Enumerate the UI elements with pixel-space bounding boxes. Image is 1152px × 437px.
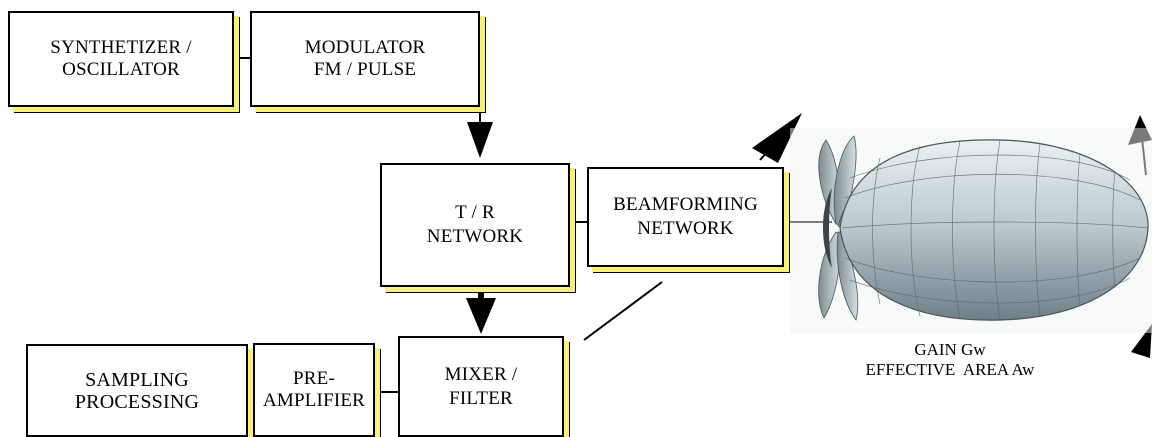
synthesizer-label-line2: OSCILLATOR xyxy=(62,59,180,80)
synthesizer-oscillator-block: SYNTHETIZER / OSCILLATOR xyxy=(8,11,234,107)
gain-label: GAIN Gw xyxy=(914,340,986,359)
tr-network-block: T / R NETWORK xyxy=(380,163,570,287)
mixer-label-line2: FILTER xyxy=(449,387,513,409)
receive-line xyxy=(583,281,663,341)
preamplifier-block: PRE- AMPLIFIER xyxy=(253,343,375,437)
preamp-label-line1: PRE- xyxy=(293,368,335,389)
beamforming-label-line2: NETWORK xyxy=(637,218,734,239)
mixer-label-line1: MIXER / xyxy=(444,363,518,385)
effective-area-label: EFFECTIVE AREA Aw xyxy=(865,360,1035,379)
mixer-filter-block: MIXER / FILTER xyxy=(398,336,564,437)
arrow-tr-mixer xyxy=(466,298,496,334)
sampling-label-line1: SAMPLING xyxy=(85,368,189,391)
modulator-label-line1: MODULATOR xyxy=(304,37,426,58)
preamp-label-line2: AMPLIFIER xyxy=(262,390,366,411)
modulator-block: MODULATOR FM / PULSE xyxy=(250,11,480,107)
arrow-modulator-tr xyxy=(467,122,493,158)
tr-network-label-line1: T / R xyxy=(455,202,495,223)
beamforming-label-line1: BEAMFORMING xyxy=(613,194,758,215)
antenna-caption: GAIN Gw EFFECTIVE AREA Aw xyxy=(820,340,1080,380)
sampling-processing-block: SAMPLING PROCESSING xyxy=(26,344,248,437)
transmit-arrow xyxy=(752,113,802,163)
synthesizer-label-line1: SYNTHETIZER / xyxy=(50,37,192,58)
sampling-label-line2: PROCESSING xyxy=(74,390,200,413)
antenna-radiation-pattern-icon xyxy=(790,128,1152,333)
tr-network-label-line2: NETWORK xyxy=(426,226,524,247)
modulator-label-line2: FM / PULSE xyxy=(313,59,417,80)
beamforming-network-block: BEAMFORMING NETWORK xyxy=(587,167,784,267)
